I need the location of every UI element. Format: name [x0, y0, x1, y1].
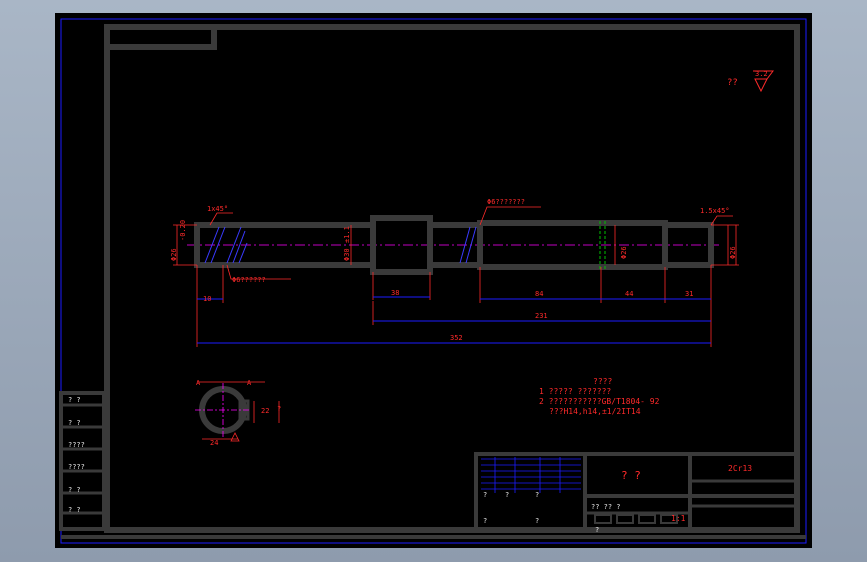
left-table-cell: ? ?: [68, 506, 81, 514]
material: 2Cr13: [728, 464, 752, 473]
chamfer-right: 1.5x45°: [700, 207, 730, 215]
notes-title: ????: [593, 377, 612, 386]
section-dim-h: 22: [261, 407, 269, 415]
dia-left: Φ26: [170, 248, 178, 261]
cad-drawing: ? ? ? ? ???? ???? ? ? ? ? ?? 3.2: [59, 18, 807, 544]
notes-line1: 1 ????? ???????: [539, 387, 611, 396]
part-name: ? ?: [621, 469, 641, 482]
title-row-a: ?? ?? ?: [591, 503, 621, 511]
title-small-cell: ?: [535, 517, 539, 525]
notes-line2: 2 ???????????GB/T1804- 92: [539, 397, 660, 406]
note-top: Φ6???????: [487, 198, 525, 206]
section-dim-right: ?: [277, 405, 281, 413]
dimension-arrows: [197, 296, 711, 344]
left-table-cell: ? ?: [68, 486, 81, 494]
dim-352: 352: [450, 334, 463, 342]
section-dim-24: 24: [210, 439, 218, 447]
left-table-cell: ? ?: [68, 419, 81, 427]
shaft-body: [194, 215, 714, 275]
roughness-value: 3.2: [755, 70, 768, 78]
dim-231: 231: [535, 312, 548, 320]
left-table-cell: ????: [68, 463, 85, 471]
roughness-label: ??: [727, 78, 738, 88]
dim-44: 44: [625, 290, 633, 298]
left-table-cell: ? ?: [68, 396, 81, 404]
dim-10: 10: [203, 295, 211, 303]
section-label-a2: A: [247, 379, 252, 387]
title-small-cell: ?: [595, 526, 599, 534]
notes-line3: ???H14,h14,±1/2IT14: [549, 407, 641, 416]
dim-38: 38: [391, 289, 399, 297]
left-table-cell: ????: [68, 441, 85, 449]
title-grid: [481, 457, 581, 493]
note-left-bottom: Φ6??????: [232, 276, 266, 284]
title-small-cell: ?: [483, 517, 487, 525]
dim-84: 84: [535, 290, 543, 298]
section-label-a: A: [196, 379, 201, 387]
section-hatch: [204, 226, 477, 264]
top-left-box: [107, 24, 217, 50]
drawing-viewport[interactable]: ? ? ? ? ???? ???? ? ? ? ? ?? 3.2: [55, 13, 812, 548]
dia-right2: Φ26: [729, 246, 737, 259]
section-view: A A 24 22 ?: [195, 379, 281, 447]
left-table: ? ? ? ? ???? ???? ? ? ? ?: [59, 391, 106, 531]
title-block: [474, 452, 799, 532]
technical-notes: ???? 1 ????? ??????? 2 ???????????GB/T18…: [539, 377, 660, 416]
title-small-cell: ?: [505, 491, 509, 499]
title-small-cell: ?: [483, 491, 487, 499]
roughness-symbol: ?? 3.2: [727, 70, 774, 93]
outer-border: [60, 18, 807, 544]
dim-31: 31: [685, 290, 693, 298]
dia-mid: Φ30: [343, 248, 351, 261]
title-small-cell: ?: [535, 491, 539, 499]
dia-mid-tol: ±1.1: [343, 226, 351, 243]
chamfer-left: 1x45°: [207, 205, 228, 213]
scale: 1:1: [671, 514, 686, 523]
dia-left-tol: -0.20: [179, 220, 187, 241]
dia-right1: Φ26: [620, 246, 628, 259]
